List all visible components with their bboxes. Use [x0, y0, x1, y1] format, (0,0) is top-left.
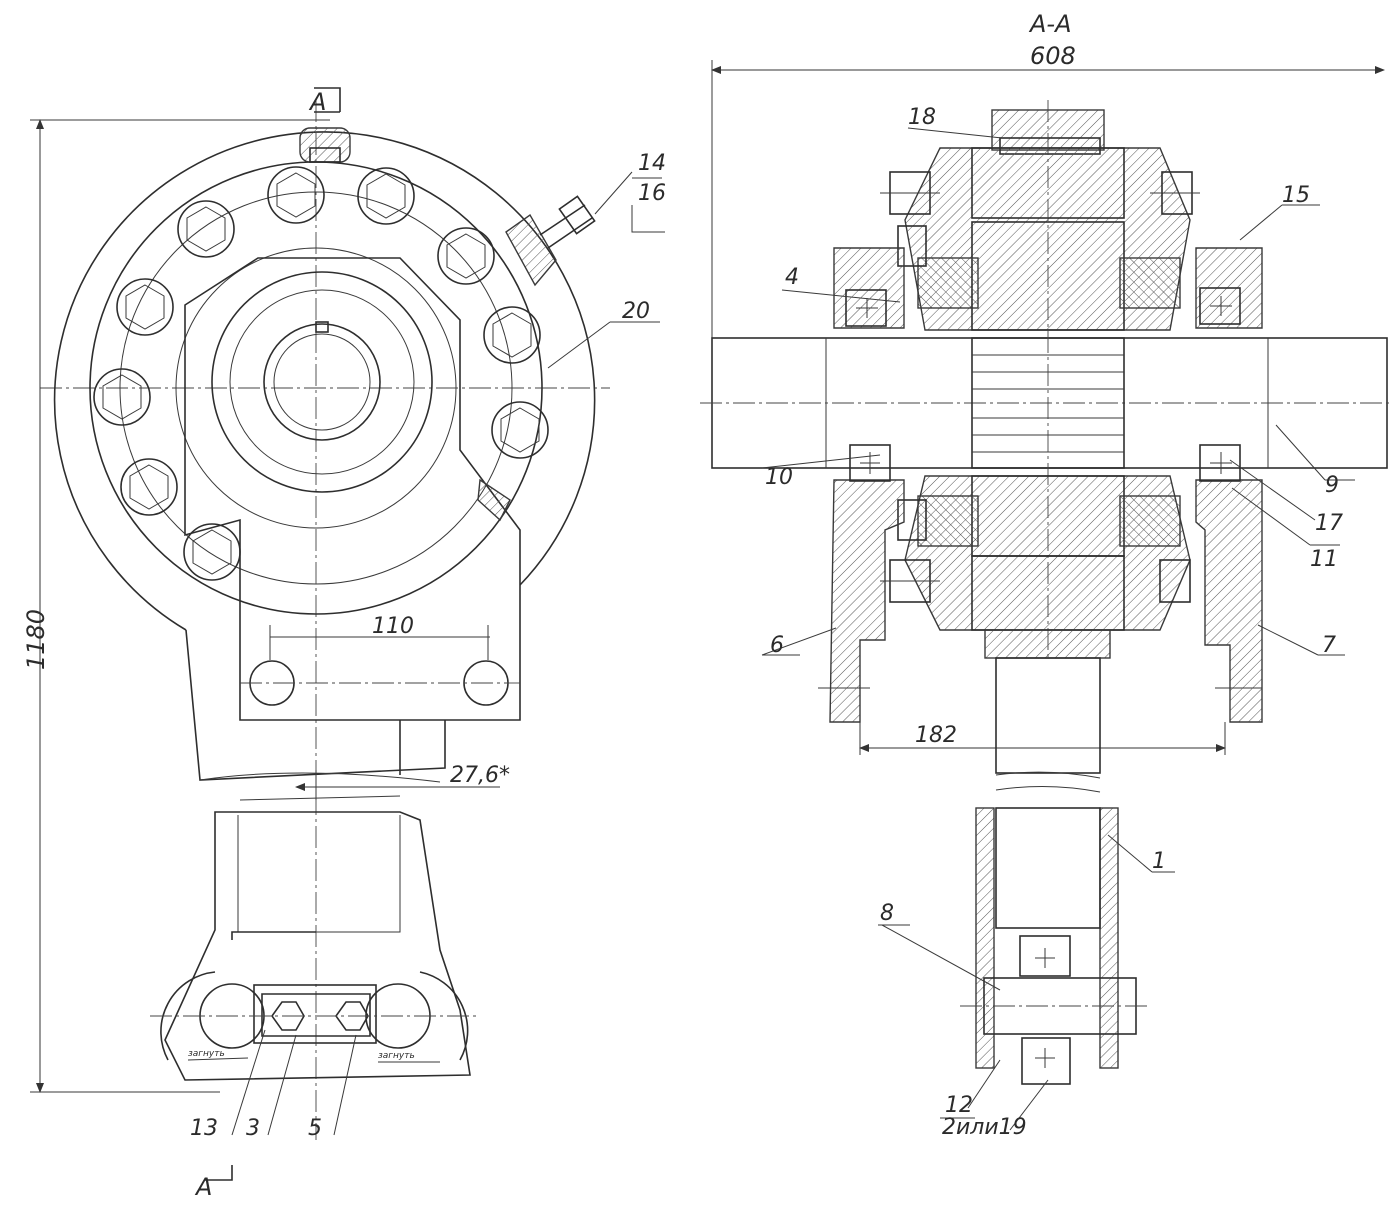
- callout-1: 1: [1152, 849, 1166, 874]
- section-view: [700, 60, 1391, 1085]
- front-view-labels: А А 1180 110 27,6* 14 16 20 загнуть загн…: [22, 88, 666, 1201]
- base-width-dim: 182: [915, 723, 957, 748]
- callout-16: 16: [638, 181, 666, 206]
- overall-width-dim: 608: [1030, 42, 1076, 70]
- bolt-heads: [93, 166, 549, 581]
- section-mark-top: А: [308, 88, 326, 116]
- callout-15: 15: [1282, 183, 1310, 208]
- hole-spacing-dim: 110: [372, 614, 414, 639]
- front-view: [30, 87, 610, 1181]
- offset-dim: 27,6*: [450, 763, 510, 788]
- callout-14: 14: [638, 151, 666, 176]
- note-right: загнуть: [378, 1051, 415, 1061]
- callout-2-or-19: 2или19: [942, 1115, 1027, 1140]
- overall-height-dim: 1180: [22, 609, 50, 670]
- callout-13: 13: [190, 1116, 218, 1141]
- callout-18: 18: [908, 105, 936, 130]
- section-title: А-А: [1028, 10, 1072, 38]
- callout-7: 7: [1322, 633, 1336, 658]
- section-mark-bottom: А: [194, 1173, 212, 1201]
- callout-8: 8: [880, 901, 894, 926]
- note-left: загнуть: [188, 1049, 225, 1059]
- callout-20: 20: [622, 299, 650, 324]
- callout-5: 5: [308, 1116, 322, 1141]
- callout-4: 4: [785, 265, 799, 290]
- callout-12: 12: [945, 1093, 973, 1118]
- callout-6: 6: [770, 633, 784, 658]
- callout-11: 11: [1310, 547, 1338, 572]
- section-view-labels: А-А 608 18 15 4 9 10 17 11 6 7 182 1 8 1…: [761, 10, 1355, 1140]
- callout-9: 9: [1325, 473, 1339, 498]
- callout-10: 10: [765, 465, 793, 490]
- callout-17: 17: [1315, 511, 1343, 536]
- callout-3: 3: [246, 1116, 260, 1141]
